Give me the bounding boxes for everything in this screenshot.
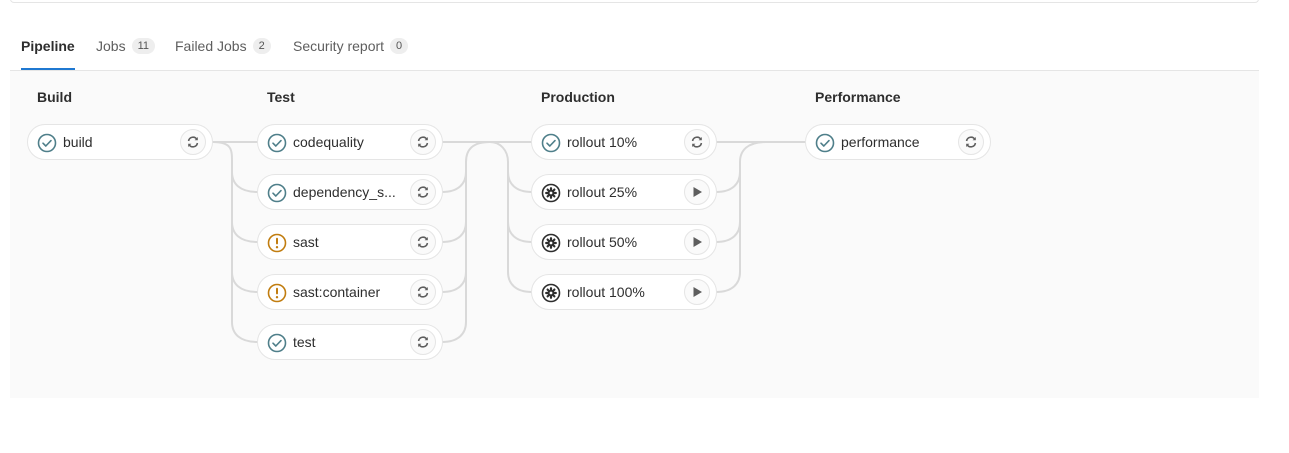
play-button[interactable]: [684, 229, 710, 255]
job-name: rollout 50%: [567, 234, 638, 250]
pipeline-tabs: Pipeline Jobs 11 Failed Jobs 2 Security …: [10, 22, 1259, 71]
connector-production-collect: [715, 141, 767, 293]
success-status-icon: [815, 133, 835, 153]
success-status-icon: [267, 183, 287, 203]
retry-button[interactable]: [684, 129, 710, 155]
retry-button[interactable]: [410, 179, 436, 205]
connector-to-sast: [231, 221, 259, 243]
warning-status-icon: [267, 233, 287, 253]
tab-security-report-label: Security report: [293, 37, 385, 54]
play-icon: [693, 287, 702, 297]
job-name: codequality: [293, 134, 364, 150]
connector-production-branch: [489, 141, 533, 293]
tab-pipeline[interactable]: Pipeline: [21, 22, 75, 70]
retry-icon: [187, 136, 199, 148]
warning-status-icon: [267, 283, 287, 303]
connector-from-rollout-50: [715, 221, 741, 243]
failed-jobs-count-badge: 2: [252, 37, 271, 54]
manual-gear-icon: [541, 283, 561, 303]
play-icon: [693, 187, 702, 197]
tab-failed-jobs-label: Failed Jobs: [175, 37, 247, 54]
play-icon: [693, 237, 702, 247]
stage-title-production: Production: [541, 89, 615, 105]
job-name: rollout 10%: [567, 134, 638, 150]
connector-from-rollout-25: [715, 171, 741, 193]
connector-test-collect: [441, 141, 491, 343]
job-test[interactable]: test: [257, 324, 443, 360]
tab-failed-jobs[interactable]: Failed Jobs 2: [175, 22, 271, 69]
retry-icon: [417, 136, 429, 148]
job-name: dependency_s...: [293, 184, 396, 200]
stage-title-performance: Performance: [815, 89, 901, 105]
retry-icon: [417, 236, 429, 248]
retry-icon: [417, 336, 429, 348]
job-name: performance: [841, 134, 920, 150]
job-name: rollout 100%: [567, 284, 645, 300]
job-name: rollout 25%: [567, 184, 638, 200]
job-dependency-scanning[interactable]: dependency_s...: [257, 174, 443, 210]
stage-title-test: Test: [267, 89, 295, 105]
play-button[interactable]: [684, 179, 710, 205]
connector-to-rollout-25: [507, 171, 533, 193]
job-rollout-100[interactable]: rollout 100%: [531, 274, 717, 310]
retry-button[interactable]: [410, 129, 436, 155]
retry-button[interactable]: [958, 129, 984, 155]
tab-pipeline-label: Pipeline: [21, 37, 75, 54]
retry-icon: [965, 136, 977, 148]
connector-from-sast: [441, 221, 467, 243]
connector-from-dependency: [441, 171, 467, 193]
job-name: test: [293, 334, 316, 350]
retry-icon: [417, 286, 429, 298]
connector-build-test-branch: [212, 141, 259, 343]
job-performance[interactable]: performance: [805, 124, 991, 160]
retry-button[interactable]: [410, 229, 436, 255]
manual-gear-icon: [541, 183, 561, 203]
success-status-icon: [541, 133, 561, 153]
job-sast-container[interactable]: sast:container: [257, 274, 443, 310]
retry-button[interactable]: [410, 329, 436, 355]
job-name: build: [63, 134, 93, 150]
connector-from-sast-container: [441, 271, 467, 293]
job-name: sast: [293, 234, 319, 250]
retry-icon: [691, 136, 703, 148]
job-build[interactable]: build: [27, 124, 213, 160]
tab-jobs[interactable]: Jobs 11: [96, 22, 155, 69]
job-rollout-25[interactable]: rollout 25%: [531, 174, 717, 210]
manual-gear-icon: [541, 233, 561, 253]
security-report-count-badge: 0: [390, 37, 409, 54]
job-name: sast:container: [293, 284, 381, 300]
connector-to-rollout-50: [507, 221, 533, 243]
retry-icon: [417, 186, 429, 198]
tab-security-report[interactable]: Security report 0: [293, 22, 409, 69]
retry-button[interactable]: [410, 279, 436, 305]
connector-to-sast-container: [231, 271, 259, 293]
job-codequality[interactable]: codequality: [257, 124, 443, 160]
success-status-icon: [267, 133, 287, 153]
connector-to-dependency: [231, 171, 259, 193]
job-rollout-10[interactable]: rollout 10%: [531, 124, 717, 160]
stage-title-build: Build: [37, 89, 72, 105]
job-sast[interactable]: sast: [257, 224, 443, 260]
play-button[interactable]: [684, 279, 710, 305]
success-status-icon: [267, 333, 287, 353]
retry-button[interactable]: [180, 129, 206, 155]
success-status-icon: [37, 133, 57, 153]
job-rollout-50[interactable]: rollout 50%: [531, 224, 717, 260]
jobs-count-badge: 11: [131, 37, 155, 54]
tab-jobs-label: Jobs: [96, 37, 126, 54]
